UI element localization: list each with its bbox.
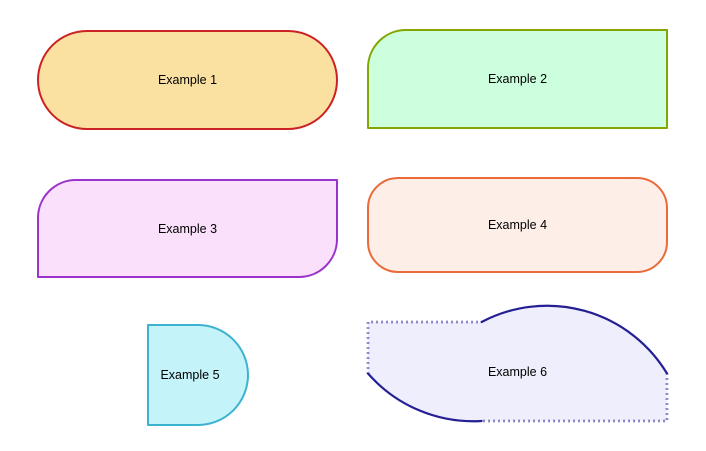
shape-example-6-outline — [366, 304, 669, 423]
rounded-rectangle-path — [37, 179, 338, 278]
shape-example-5-outline — [147, 324, 249, 426]
shape-example-3[interactable]: Example 3 — [34, 176, 341, 281]
shape-example-2-outline — [367, 29, 668, 129]
shape-example-2[interactable]: Example 2 — [364, 26, 671, 132]
shape-example-5[interactable]: Example 5 — [144, 321, 252, 429]
shape-example-4[interactable]: Example 4 — [364, 174, 671, 276]
dotted-bounding-box-path — [366, 320, 669, 423]
shape-example-3-outline — [37, 179, 338, 278]
shape-example-4-outline — [367, 177, 668, 273]
rounded-rectangle-path — [367, 177, 668, 273]
d-shape-path — [147, 324, 249, 426]
leaf-shape-curves — [366, 304, 669, 423]
shape-example-1-outline — [37, 30, 338, 130]
leaf-shape-fill — [368, 305, 667, 422]
rounded-rectangle-path — [367, 29, 668, 129]
shape-example-1[interactable]: Example 1 — [34, 27, 341, 133]
rounded-rectangle-path — [37, 30, 338, 130]
shape-example-6[interactable]: Example 6 — [363, 304, 672, 426]
